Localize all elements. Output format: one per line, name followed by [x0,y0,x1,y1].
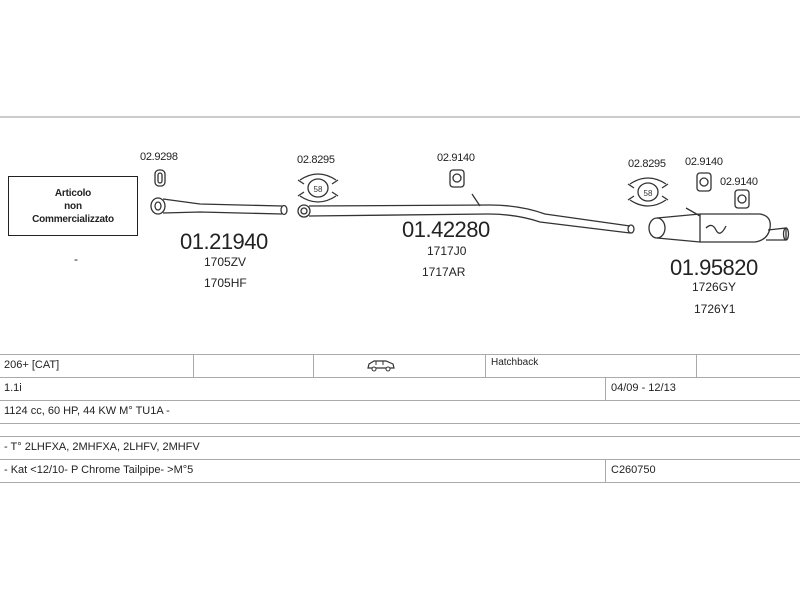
hanger-icon [734,189,750,209]
notice-line-3: Commercializzato [32,213,114,225]
clamp-3-number: 02.8295 [628,158,666,170]
notes-cell: - Kat <12/10- P Chrome Tailpipe- >M°5 [4,464,194,476]
front-pipe-ref-2: 1705HF [204,276,247,290]
front-pipe-ref-1: 1705ZV [204,255,247,269]
notice-line-1: Articolo [54,187,92,199]
front-pipe-number: 01.21940 [180,229,268,254]
middle-pipe-ref-1: 1717J0 [427,244,467,258]
table-row: - T° 2LHFXA, 2MHFXA, 2LHFV, 2MHFV [0,436,800,460]
top-divider [0,116,800,118]
years-cell: 04/09 - 12/13 [611,382,676,394]
middle-pipe-number: 01.42280 [402,217,490,242]
exhaust-diagram: 58 58 [150,169,790,243]
rear-silencer-ref-1: 1726GY [692,280,737,294]
hanger-1-number: 02.9140 [437,152,475,164]
hanger-icon [449,169,465,188]
code-cell: C260750 [611,464,656,476]
hanger-icon [696,172,712,192]
notice-line-2: non [64,200,82,212]
clamp-1-number: 02.9298 [140,151,178,163]
svg-text:58: 58 [314,185,323,194]
svg-text:58: 58 [644,189,653,198]
notice-dash: - [74,252,78,266]
rear-silencer-number: 01.95820 [670,255,758,280]
table-spacer [0,424,800,436]
clamp-ring-icon [154,169,166,187]
table-row: - Kat <12/10- P Chrome Tailpipe- >M°5 C2… [0,460,800,483]
table-row: 206+ [CAT] Hatchback [0,354,800,378]
clamp-bolt-icon [627,177,669,207]
rear-silencer-ref-2: 1726Y1 [694,302,736,316]
table-row: 1124 cc, 60 HP, 44 KW M° TU1A - [0,401,800,424]
table-row: 1.1i 04/09 - 12/13 [0,378,800,401]
front-pipe-icon [150,197,288,216]
hanger-3-number: 02.9140 [720,176,758,188]
model-cell: 206+ [CAT] [4,359,60,371]
car-icon [366,358,396,375]
rear-silencer-icon [648,207,790,243]
engine-cell: 1.1i [4,382,22,394]
vehicle-info-table: 206+ [CAT] Hatchback 1.1i 04/09 - 12/13 … [0,354,800,483]
specs-cell: 1124 cc, 60 HP, 44 KW M° TU1A - [4,405,170,417]
clamp-bolt-icon [297,173,339,203]
clamp-2-number: 02.8295 [297,154,335,166]
not-commercialized-box: Articolo non Commercializzato [8,176,138,236]
middle-pipe-ref-2: 1717AR [422,265,466,279]
hanger-2-number: 02.9140 [685,156,723,168]
types-cell: - T° 2LHFXA, 2MHFXA, 2LHFV, 2MHFV [4,441,200,453]
middle-pipe-icon [297,193,635,234]
body-type-cell: Hatchback [491,357,539,368]
